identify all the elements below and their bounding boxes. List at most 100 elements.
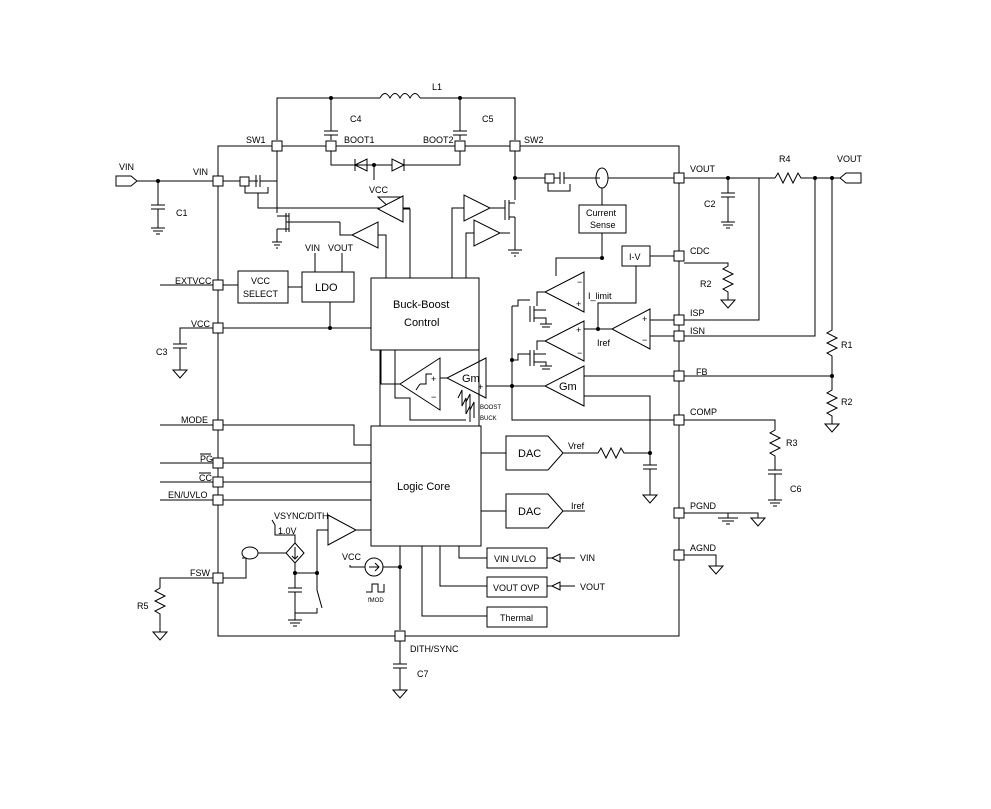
pin-isn[interactable]	[673, 330, 685, 342]
isp-wire	[684, 178, 760, 321]
pin-pgnd[interactable]	[673, 507, 685, 519]
vin-uvlo-arrow	[547, 553, 575, 563]
current-sense-label-2: Sense	[590, 220, 616, 230]
r2-cdc-label: R2	[700, 279, 712, 289]
uvlo-wire	[458, 546, 487, 559]
dither-arrow	[369, 562, 380, 572]
pin-fsw-label: FSW	[190, 568, 211, 578]
logic-core-block	[370, 425, 482, 547]
gm-error-amp	[445, 357, 487, 399]
i-limit-label: I_limit	[588, 291, 612, 301]
pin-extvcc[interactable]	[212, 279, 224, 291]
vcc-src-label: VCC	[342, 552, 362, 562]
driver-ls1-tri	[350, 221, 379, 249]
pin-sw1-label: SW1	[246, 135, 266, 145]
pin-dith-sync[interactable]	[394, 630, 406, 642]
plus-sign: +	[431, 374, 436, 384]
pin-agnd-label: AGND	[690, 543, 717, 553]
dac2-label: DAC	[518, 506, 541, 518]
c7-label: C7	[417, 669, 429, 679]
pin-sw2-label: SW2	[524, 135, 544, 145]
driver-ls2-tri	[473, 219, 502, 247]
dac1-block	[505, 435, 564, 471]
vref-wire	[584, 395, 651, 465]
pin-pgnd-label: PGND	[690, 501, 717, 511]
pin-vcc[interactable]	[212, 322, 224, 334]
osc-comparator	[327, 514, 358, 546]
pin-vin-label: VIN	[193, 167, 208, 177]
drv-wire	[465, 232, 474, 278]
pin-fsw[interactable]	[212, 572, 224, 584]
ilimit-wire	[512, 299, 530, 307]
ilimit-switch	[529, 291, 552, 328]
pin-vin[interactable]	[212, 175, 224, 187]
pin-boot2[interactable]	[454, 140, 466, 152]
osc-comp-wire	[316, 529, 371, 573]
vref-resistor	[563, 446, 650, 460]
ovp-wire	[439, 546, 487, 587]
ramp-symbol	[415, 373, 432, 391]
capacitor-c7: C7	[391, 641, 429, 699]
pin-pg[interactable]	[212, 457, 224, 469]
pin-sw1[interactable]	[271, 140, 283, 152]
pin-comp[interactable]	[673, 414, 685, 426]
pin-sw2[interactable]	[509, 140, 521, 152]
pin-fb-label: FB	[696, 367, 708, 377]
dac2-block	[505, 493, 564, 529]
gm1-label: Gm	[462, 373, 480, 385]
minus-sign: −	[577, 348, 582, 358]
r5-label: R5	[137, 601, 149, 611]
vout-terminal	[839, 172, 862, 184]
boost-label: BOOST	[480, 405, 501, 411]
vcc-select-label-2: SELECT	[243, 289, 279, 299]
pin-cc[interactable]	[212, 476, 224, 488]
fmod-waveform	[366, 583, 385, 593]
thermal-block	[486, 606, 548, 628]
boost-buck-ramp	[457, 389, 471, 422]
plus-sign: +	[576, 299, 581, 309]
pin-agnd[interactable]	[673, 549, 685, 561]
iv-out-wire	[597, 266, 637, 330]
fsw-sense-loop	[241, 546, 259, 560]
capacitor-c4: C4	[324, 98, 362, 140]
plus-sign: +	[576, 325, 581, 335]
fmod-label: fMOD	[368, 598, 384, 604]
pin-vout[interactable]	[673, 172, 685, 184]
isn-wire	[684, 178, 816, 337]
boot-diodes: VCC	[330, 151, 461, 195]
iref-switch	[529, 340, 552, 370]
pin-comp-label: COMP	[690, 407, 717, 417]
pin-en-uvlo[interactable]	[212, 494, 224, 506]
comp-bus	[511, 306, 679, 421]
ldo-block	[301, 271, 355, 303]
vout-ovp-block	[486, 576, 548, 598]
vout-external-label: VOUT	[837, 154, 863, 164]
pin-cdc[interactable]	[673, 250, 685, 262]
junction-dot	[510, 358, 514, 362]
dac1-label: DAC	[518, 448, 541, 460]
vout-ovp-arrow	[547, 581, 575, 591]
vin-external-label: VIN	[119, 162, 134, 172]
osc-reset-switch	[295, 572, 323, 614]
buck-boost-control-block	[370, 277, 480, 351]
r3-label: R3	[786, 438, 798, 448]
ilimit-comparator	[543, 271, 585, 313]
iref-wire	[512, 353, 530, 361]
gm2-label: Gm	[559, 381, 577, 393]
mode-wire	[160, 424, 371, 446]
pin-mode[interactable]	[212, 419, 224, 431]
osc-cap	[288, 563, 302, 627]
vout-ovp-label: VOUT OVP	[493, 583, 539, 593]
pin-boot1[interactable]	[325, 140, 337, 152]
drv-wire	[403, 208, 411, 278]
vcc-select-label-1: VCC	[251, 276, 271, 286]
minus-sign: −	[577, 277, 582, 287]
vcc-select-block	[237, 270, 289, 304]
agnd-wire	[684, 554, 725, 575]
vin-uvlo-label: VIN UVLO	[494, 554, 536, 564]
resistor-r2-cdc: R2	[684, 262, 737, 309]
pin-fb[interactable]	[673, 370, 685, 382]
pin-isp[interactable]	[673, 314, 685, 326]
vin-terminal: VIN C1	[115, 162, 218, 235]
isense-amp	[610, 308, 651, 350]
